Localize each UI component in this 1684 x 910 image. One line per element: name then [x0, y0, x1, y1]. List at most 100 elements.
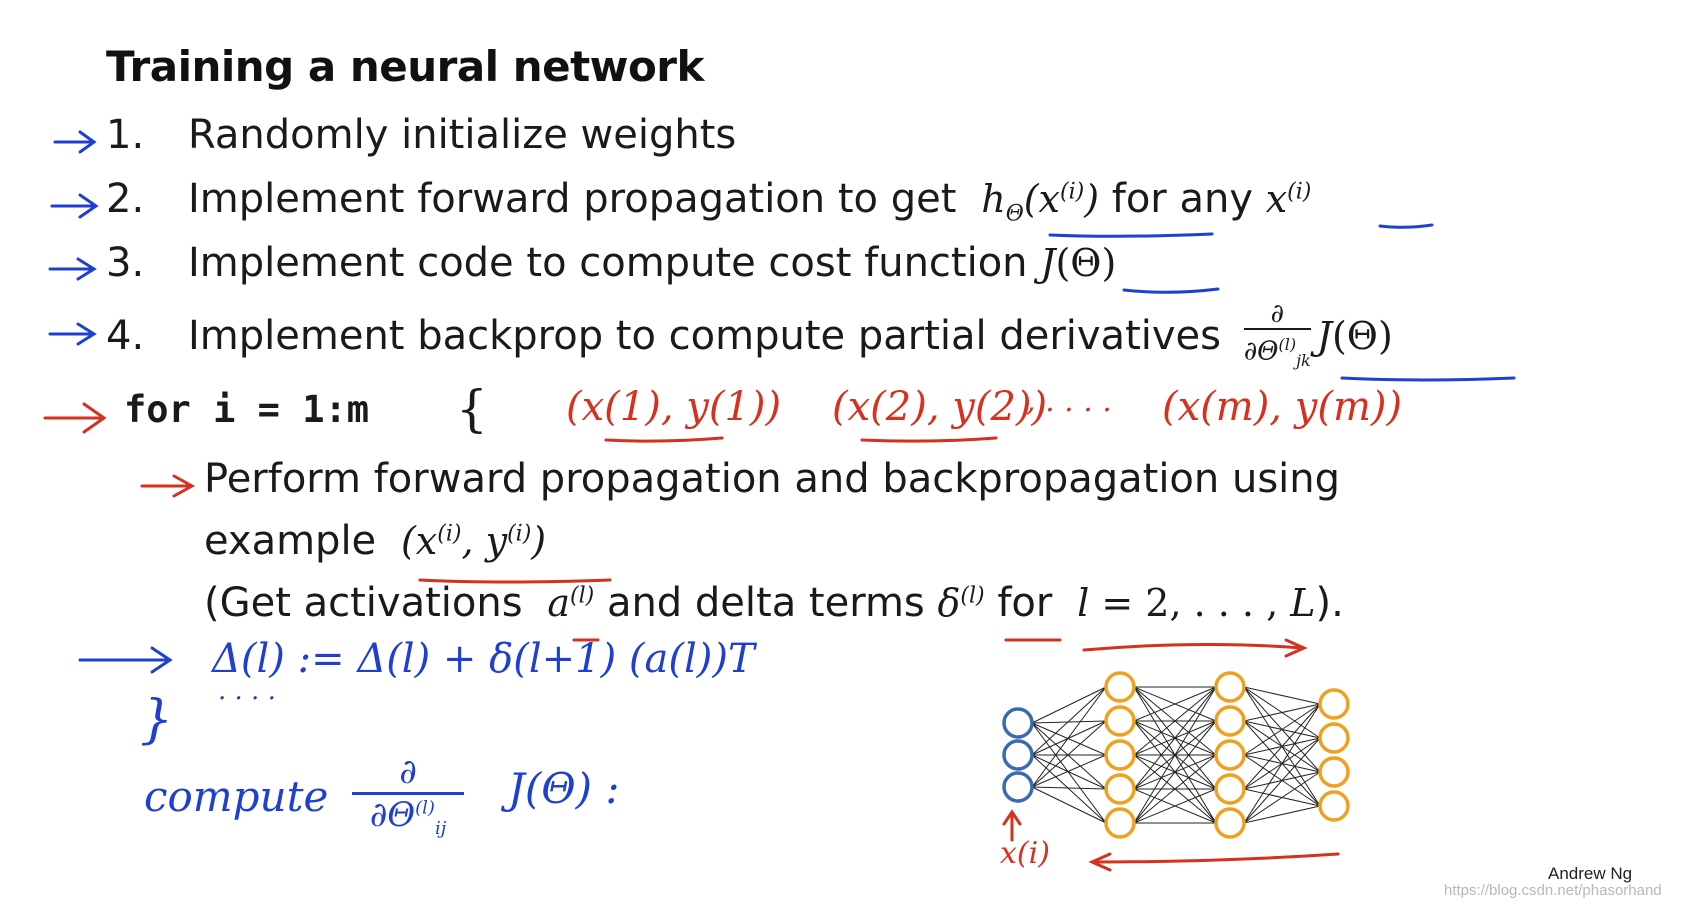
network-edge [1133, 754, 1217, 824]
underline-partial [1340, 376, 1516, 382]
network-edge [1243, 703, 1321, 722]
input-arrow [1002, 809, 1022, 842]
network-edge [1031, 686, 1107, 724]
loop-line-3: (Get activations a(l) and delta terms δ(… [204, 580, 1344, 626]
blue-partial-fraction: ∂∂Θ(l)ij [352, 752, 464, 839]
step-1-text: Randomly initialize weights [188, 112, 737, 158]
neural-network-diagram [1002, 671, 1350, 839]
for-loop-code: for i = 1:m [124, 388, 370, 431]
network-edge [1133, 686, 1217, 756]
blue-dots: . . . . [218, 676, 276, 706]
loop-arrow [43, 402, 107, 434]
back-arrow [1088, 852, 1340, 872]
neuron [1318, 790, 1350, 822]
network-edge [1031, 686, 1107, 788]
x-i-math: x(i) [1265, 177, 1312, 221]
neuron [1318, 722, 1350, 754]
perform-arrow [140, 474, 196, 498]
network-edge [1031, 720, 1107, 724]
network-edge [1243, 686, 1321, 705]
layer-range-math: l = 2, . . . , L [1065, 581, 1316, 625]
network-edge [1031, 686, 1107, 756]
network-edge [1133, 788, 1217, 824]
network-edge [1133, 686, 1217, 824]
neuron [1104, 773, 1136, 805]
neuron [1214, 807, 1246, 839]
network-edge [1133, 720, 1217, 824]
network-edge [1243, 703, 1321, 790]
blue-J: J(Θ) : [508, 764, 620, 813]
step-2-text: Implement forward propagation to get [188, 176, 957, 222]
step-1: 1.Randomly initialize weights [106, 112, 737, 158]
step-1-arrow [53, 130, 97, 154]
underline-pair-1 [604, 436, 724, 443]
loop-line-1: Perform forward propagation and backprop… [204, 456, 1341, 502]
step-2-arrow [50, 193, 99, 219]
underline-h [1048, 232, 1214, 238]
network-edge [1133, 686, 1217, 722]
network-edge [1243, 771, 1321, 824]
neuron [1214, 671, 1246, 703]
red-dots: , . . . . [1026, 384, 1112, 419]
compute-label: compute [144, 772, 329, 821]
cost-math: J(Θ) [1040, 241, 1117, 285]
network-edge [1031, 722, 1107, 756]
step-2-text2: for any [1111, 176, 1253, 222]
network-edge [1031, 786, 1107, 824]
step-3-arrow [48, 257, 97, 281]
network-edge [1031, 754, 1107, 788]
underline-J [1122, 287, 1220, 294]
red-pair-m: (x(m), y(m)) [1162, 384, 1403, 430]
network-edge [1031, 754, 1107, 790]
step-4-arrow [48, 322, 97, 346]
network-edge [1031, 754, 1107, 824]
network-edge [1031, 720, 1107, 788]
neuron [1104, 705, 1136, 737]
progress-arrow [1082, 638, 1308, 658]
network-edge [1243, 805, 1321, 824]
loop-brace-open: { [456, 380, 488, 438]
update-arrow [78, 646, 173, 674]
underline-pair-2 [860, 436, 998, 443]
watermark: https://blog.csdn.net/phasorhand [1444, 882, 1662, 899]
underline-example [418, 578, 612, 584]
network-edge [1031, 720, 1107, 756]
partial-J-math: J(Θ) [1316, 313, 1393, 358]
step-3: 3.Implement code to compute cost functio… [106, 240, 1117, 286]
neuron [1104, 807, 1136, 839]
delta-math: δ(l) [937, 581, 985, 625]
neuron [1214, 739, 1246, 771]
network-edge [1243, 703, 1321, 756]
neuron [1104, 739, 1136, 771]
neuron [1104, 671, 1136, 703]
underline-x [1378, 223, 1434, 229]
network-edge [1031, 722, 1107, 790]
red-pair-1: (x(1), y(1)) [566, 384, 782, 430]
neuron [1214, 773, 1246, 805]
network-edge [1133, 686, 1217, 790]
neuron [1318, 756, 1350, 788]
activation-math: a(l) [535, 581, 595, 625]
step-3-text: Implement code to compute cost function [188, 240, 1028, 286]
step-4: 4.Implement backprop to compute partial … [106, 300, 1393, 376]
neuron [1318, 688, 1350, 720]
input-neuron [1002, 771, 1034, 803]
network-edge [1031, 786, 1107, 790]
step-2: 2.Implement forward propagation to get h… [106, 176, 1312, 227]
delta-update: Δ(l) := Δ(l) + δ(l+1) (a(l))T [212, 636, 755, 682]
input-neuron [1002, 739, 1034, 771]
partial-fraction: ∂∂Θ(l)jk [1243, 299, 1311, 370]
input-neuron [1002, 707, 1034, 739]
hypothesis-math: hΘ(x(i)) [969, 177, 1100, 227]
network-edge [1031, 722, 1107, 824]
loop-line-2: example (x(i), y(i)) [204, 518, 547, 564]
network-edge [1243, 737, 1321, 824]
author-credit: Andrew Ng [1548, 864, 1633, 883]
slide-title: Training a neural network [106, 42, 704, 91]
red-pair-2: (x(2), y(2)) [832, 384, 1048, 430]
example-math: (x(i), y(i)) [388, 519, 547, 563]
step-4-text: Implement backprop to compute partial de… [188, 312, 1221, 359]
neuron [1214, 705, 1246, 737]
